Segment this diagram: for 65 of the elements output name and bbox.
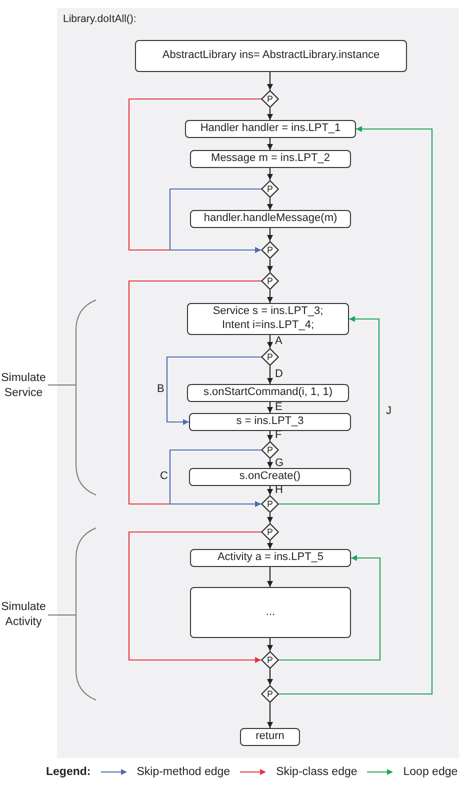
arrow (169, 449, 262, 507)
arrow (267, 168, 273, 180)
arrow (128, 531, 262, 663)
arrow (267, 567, 273, 587)
arrow (267, 459, 273, 468)
arrow (267, 638, 273, 651)
edge-label: E (274, 402, 284, 412)
arrow (267, 290, 273, 303)
arrow (267, 138, 273, 150)
decision-diamond: P (261, 90, 279, 108)
edge-label: J (385, 406, 392, 416)
process-box: ... (190, 587, 351, 638)
decision-diamond: P (261, 651, 279, 669)
function-panel (57, 8, 459, 758)
arrow (267, 72, 273, 90)
code-line: Intent i=ins.LPT_4; (222, 319, 314, 333)
arrow (267, 259, 273, 272)
process-box: handler.handleMessage(m) (190, 210, 351, 228)
process-box: Activity a = ins.LPT_5 (190, 549, 351, 567)
process-box: Message m = ins.LPT_2 (190, 150, 351, 168)
arrow (267, 703, 273, 728)
edge-label: A (274, 336, 284, 346)
edge-label: D (274, 369, 284, 380)
arrow (267, 541, 273, 549)
arrow (166, 356, 262, 425)
arrow (278, 316, 380, 505)
panel-heading: Library.doItAll(): (63, 13, 136, 25)
arrow (278, 555, 381, 661)
process-box (187, 303, 349, 335)
decision-diamond: P (261, 441, 279, 459)
legend-title: Legend: (46, 766, 91, 778)
group-label: Simulate Service (0, 371, 47, 401)
decision-diamond: P (261, 495, 279, 513)
arrow (267, 366, 273, 384)
decision-diamond: P (261, 241, 279, 259)
code-line: Service s = ins.LPT_3; (212, 305, 324, 319)
edge-label: G (274, 458, 285, 468)
arrow (267, 486, 273, 495)
legend-text: Loop edge (403, 766, 458, 778)
arrow (267, 198, 273, 210)
arrow (267, 108, 273, 120)
arrow (267, 402, 273, 413)
process-box: Handler handler = ins.LPT_1 (185, 120, 356, 138)
edge-label: B (156, 384, 166, 394)
edge-label: C (159, 471, 169, 482)
arrow (278, 126, 433, 695)
decision-diamond: P (261, 272, 279, 290)
decision-diamond: P (261, 685, 279, 703)
group-label: Simulate Activity (0, 600, 47, 630)
arrow (267, 431, 273, 441)
process-box: s.onStartCommand(i, 1, 1) (187, 384, 349, 402)
legend-text: Skip-method edge (136, 766, 230, 778)
terminal-box: return (240, 728, 300, 746)
process-box: AbstractLibrary ins= AbstractLibrary.instance (135, 40, 407, 72)
process-box: s.onCreate() (189, 468, 351, 486)
process-box: s = ins.LPT_3 (189, 413, 351, 431)
decision-diamond: P (261, 523, 279, 541)
decision-diamond: P (261, 180, 279, 198)
arrow (267, 669, 273, 685)
arrow (267, 228, 273, 241)
arrow (267, 335, 273, 348)
decision-diamond: P (261, 348, 279, 366)
legend-text: Skip-class edge (276, 766, 358, 778)
arrow (267, 513, 273, 523)
arrow (169, 188, 262, 253)
